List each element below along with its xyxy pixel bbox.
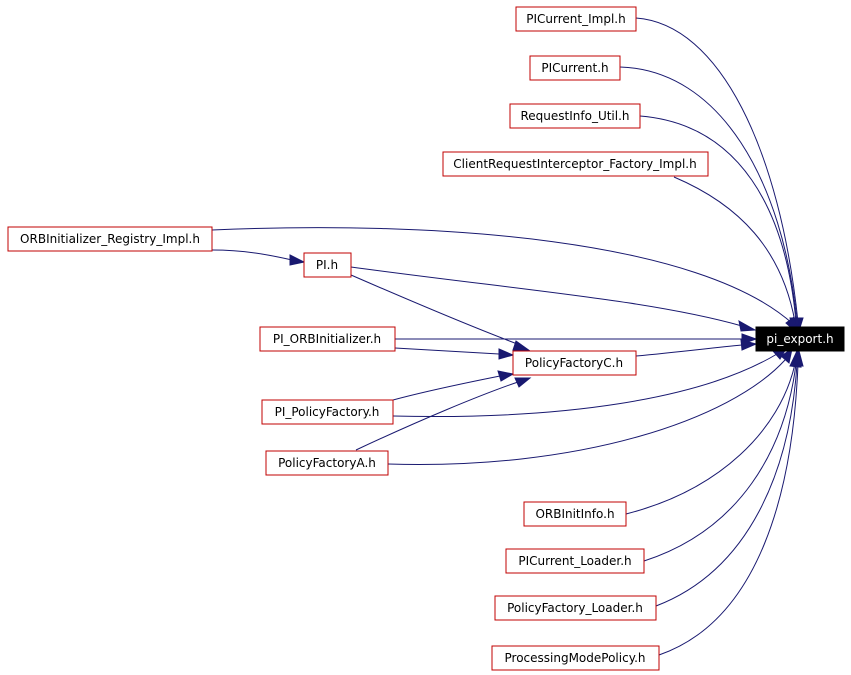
edge-pi-orbinitializer-to-pi-export [395, 333, 758, 345]
node-label: ORBInitializer_Registry_Impl.h [20, 232, 200, 246]
node-label: ORBInitInfo.h [535, 507, 614, 521]
edge-pi-orbinitializer-to-policyfactoryc [394, 347, 515, 360]
edge-pi-policyfactory-to-policyfactoryc [392, 370, 515, 401]
node-label: PI_PolicyFactory.h [275, 405, 380, 419]
node-requestinfo-util[interactable]: RequestInfo_Util.h [509, 103, 641, 129]
edge-policyfactorya-to-pi-export [387, 347, 793, 465]
node-label: PICurrent_Loader.h [518, 554, 631, 568]
node-processingmodepolicy[interactable]: ProcessingModePolicy.h [491, 645, 660, 671]
node-pi-export[interactable]: pi_export.h [755, 326, 845, 352]
edge-policyfactorya-to-policyfactoryc [355, 377, 532, 451]
edge-processingmodepolicy-to-pi-export [658, 349, 804, 656]
node-orbinitializer-registry-impl[interactable]: ORBInitializer_Registry_Impl.h [7, 226, 213, 252]
node-orbinitinfo[interactable]: ORBInitInfo.h [523, 501, 627, 527]
node-picurrent[interactable]: PICurrent.h [529, 55, 621, 81]
edge-pi-to-pi-export [350, 266, 757, 332]
node-label: ClientRequestInterceptor_Factory_Impl.h [453, 157, 696, 171]
node-label: PICurrent.h [541, 61, 608, 75]
edge-picurrent-loader-to-pi-export [643, 349, 802, 562]
node-label: PolicyFactory_Loader.h [507, 601, 643, 615]
node-label: PI.h [316, 258, 338, 272]
node-clientrequestinterceptor-factory-impl[interactable]: ClientRequestInterceptor_Factory_Impl.h [442, 151, 709, 177]
edge-picurrent-to-pi-export [619, 66, 803, 336]
edge-clientrequestinterceptor-to-pi-export [673, 176, 801, 336]
node-label: PI_ORBInitializer.h [273, 332, 381, 346]
edge-orbinitializer-registry-to-pi [211, 249, 306, 266]
node-policyfactoryc[interactable]: PolicyFactoryC.h [512, 350, 637, 376]
node-label: PICurrent_Impl.h [526, 12, 625, 26]
node-label: PolicyFactoryC.h [525, 356, 623, 370]
edge-policyfactoryc-to-pi-export [635, 339, 758, 357]
edge-requestinfo-util-to-pi-export [639, 115, 802, 336]
edge-policyfactory-loader-to-pi-export [655, 349, 803, 607]
node-pi[interactable]: PI.h [303, 252, 352, 278]
node-layer: PICurrent_Impl.h PICurrent.h RequestInfo… [7, 6, 845, 671]
node-pi-orbinitializer[interactable]: PI_ORBInitializer.h [259, 326, 396, 352]
node-label: RequestInfo_Util.h [520, 109, 629, 123]
node-label: pi_export.h [766, 332, 833, 346]
node-label: ProcessingModePolicy.h [505, 651, 646, 665]
node-label: PolicyFactoryA.h [278, 456, 376, 470]
node-picurrent-loader[interactable]: PICurrent_Loader.h [505, 548, 645, 574]
edge-layer [211, 17, 804, 656]
edge-orbinitializer-registry-to-pi-export [211, 227, 798, 335]
node-policyfactorya[interactable]: PolicyFactoryA.h [265, 450, 389, 476]
node-pi-policyfactory[interactable]: PI_PolicyFactory.h [261, 399, 394, 425]
node-picurrent-impl[interactable]: PICurrent_Impl.h [515, 6, 637, 32]
node-policyfactory-loader[interactable]: PolicyFactory_Loader.h [494, 595, 657, 621]
